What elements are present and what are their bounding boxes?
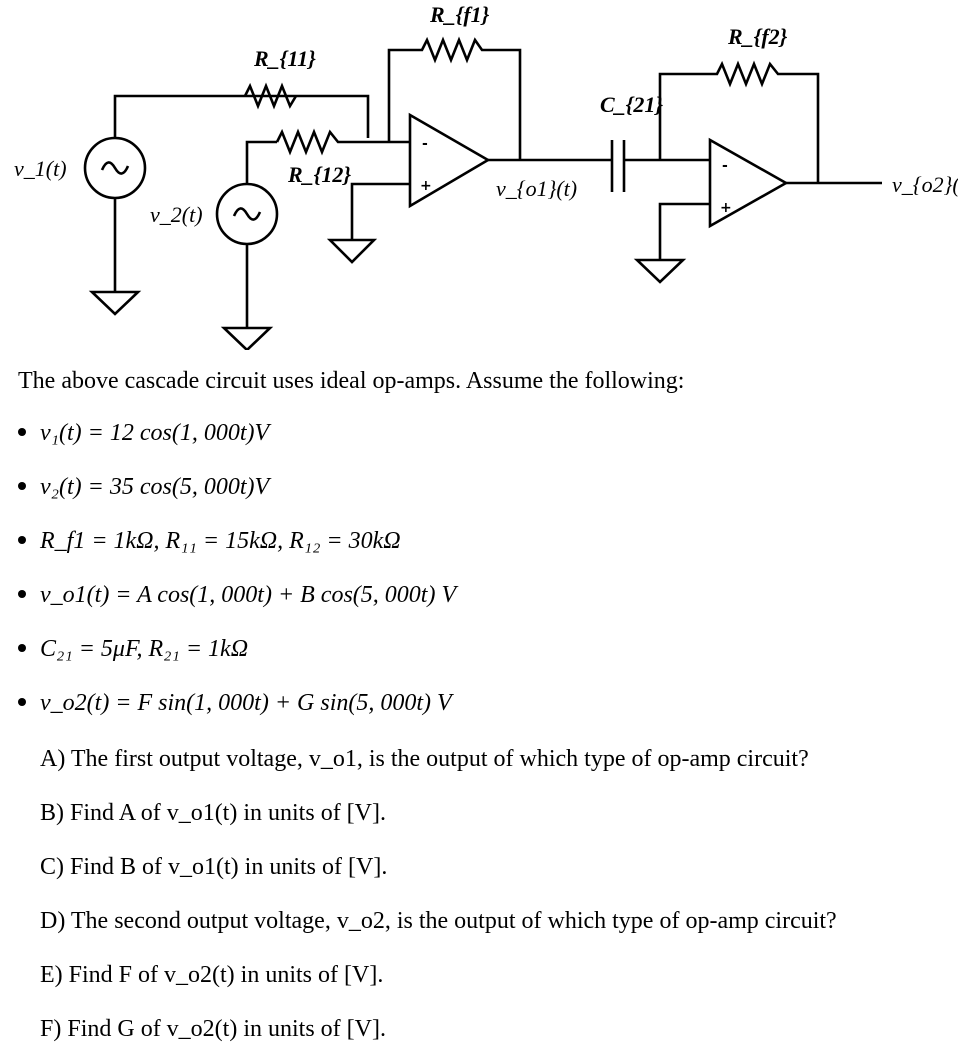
label-v1: v_1(t) xyxy=(14,156,67,181)
label-rf1: R_{f1} xyxy=(429,2,490,27)
label-r12: R_{12} xyxy=(287,162,351,187)
resistor-rf2 xyxy=(658,60,820,183)
question-d: D) The second output voltage, v_o2, is t… xyxy=(40,908,837,934)
assumption-item: R_f1 = 1kΩ, R₁₁ = 15kΩ, R₁₂ = 30kΩ xyxy=(18,528,401,555)
label-vo2: v_{o2}(t) xyxy=(892,172,958,197)
resistor-rf1 xyxy=(387,36,522,160)
bullet-icon xyxy=(18,536,26,545)
op-amp-2: - + xyxy=(633,137,789,284)
question-e: E) Find F of v_o2(t) in units of [V]. xyxy=(40,962,384,988)
label-rf2: R_{f2} xyxy=(727,24,788,49)
circuit-diagram: - + - + R_{f1} R_{11} R_{12} R_{f2} C_{2… xyxy=(14,2,958,350)
op-amp-2-minus: - xyxy=(722,158,728,174)
bullet-icon xyxy=(18,590,26,599)
question-f: F) Find G of v_o2(t) in units of [V]. xyxy=(40,1016,386,1042)
op-amp-1-minus: - xyxy=(422,136,428,152)
label-r11: R_{11} xyxy=(253,46,316,71)
source-v1 xyxy=(83,94,370,316)
question-a: A) The first output voltage, v_o1, is th… xyxy=(40,746,809,772)
resistor-r12 xyxy=(275,128,410,156)
assumption-item: v_o1(t) = A cos(1, 000t) + B cos(5, 000t… xyxy=(18,582,456,609)
capacitor-c21 xyxy=(610,140,710,192)
label-v2: v_2(t) xyxy=(150,202,203,227)
assumption-item: v₁(t) = 12 cos(1, 000t)V xyxy=(18,420,269,447)
assumption-item: C₂₁ = 5μF, R₂₁ = 1kΩ xyxy=(18,636,248,663)
bullet-icon xyxy=(18,482,26,491)
op-amp-1: - + xyxy=(326,112,491,264)
label-c21: C_{21} xyxy=(600,92,663,117)
assumption-item: v_o2(t) = F sin(1, 000t) + G sin(5, 000t… xyxy=(18,690,452,717)
bullet-icon xyxy=(18,698,26,707)
source-v2 xyxy=(215,140,279,350)
label-vo1: v_{o1}(t) xyxy=(496,176,577,201)
intro-text: The above cascade circuit uses ideal op-… xyxy=(18,368,685,394)
assumption-item: v₂(t) = 35 cos(5, 000t)V xyxy=(18,474,269,501)
question-b: B) Find A of v_o1(t) in units of [V]. xyxy=(40,800,386,826)
question-c: C) Find B of v_o1(t) in units of [V]. xyxy=(40,854,388,880)
op-amp-1-plus: + xyxy=(420,178,432,194)
op-amp-2-plus: + xyxy=(720,200,732,216)
bullet-icon xyxy=(18,644,26,653)
resistor-r11 xyxy=(243,82,298,110)
bullet-icon xyxy=(18,428,26,437)
